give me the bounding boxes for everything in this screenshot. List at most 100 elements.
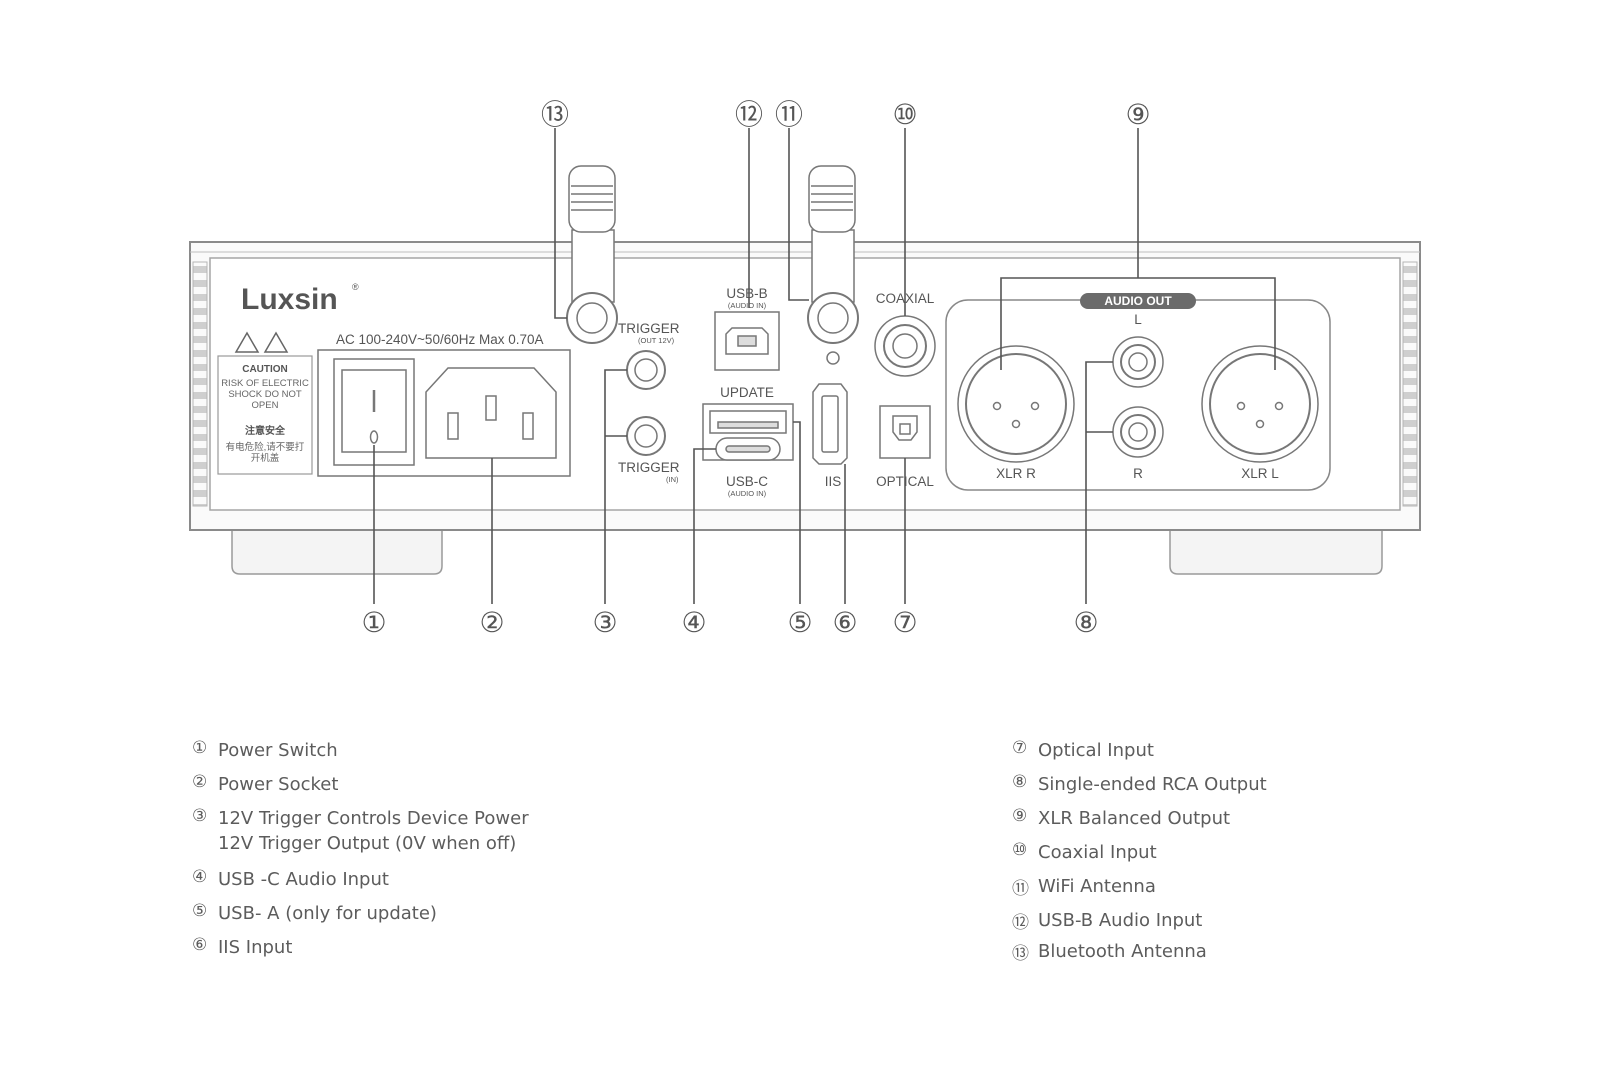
trigger-out-sublabel: (OUT 12V) <box>638 336 675 345</box>
usb-b-sublabel: (AUDIO IN) <box>728 301 767 310</box>
iis-label: IIS <box>825 474 842 489</box>
callout-9: ⑨ <box>1125 99 1150 130</box>
legend-number: ① <box>192 738 208 758</box>
trigger-out-label: TRIGGER <box>618 321 680 336</box>
optical-port[interactable] <box>879 405 931 459</box>
legend-item: ⑧ Single-ended RCA Output <box>1012 772 1267 797</box>
legend-text: USB-B Audio Input <box>1038 910 1203 931</box>
legend-item: ② Power Socket <box>192 772 529 797</box>
legend-text: IIS Input <box>218 937 293 958</box>
svg-text:CAUTION: CAUTION <box>242 364 288 375</box>
callout-7: ⑦ <box>892 607 917 638</box>
trigger-in-label: TRIGGER <box>618 460 680 475</box>
legend-number: ② <box>192 772 208 792</box>
usb-b-port[interactable] <box>714 311 780 371</box>
legend-item: ④ USB -C Audio Input <box>192 867 529 892</box>
callout-13: ⑬ <box>541 99 569 130</box>
xlr-r-label: XLR R <box>996 466 1036 481</box>
coaxial-port[interactable] <box>874 315 936 377</box>
legend-number: ⑦ <box>1012 738 1028 758</box>
trigger-in-jack[interactable] <box>626 416 666 456</box>
legend-number: ③ <box>192 806 208 826</box>
legend-text: USB -C Audio Input <box>218 869 389 890</box>
callout-numbers: ⑬ ⑫ ⑪ ⑩ ⑨ ① ② ③ ④ ⑤ ⑥ ⑦ ⑧ <box>361 99 1150 638</box>
usb-b-label: USB-B <box>726 286 767 301</box>
svg-text:SHOCK DO NOT: SHOCK DO NOT <box>228 389 302 400</box>
trigger-in-sublabel: (IN) <box>666 475 679 484</box>
legend-text: Optical Input <box>1038 740 1154 761</box>
legend-text: XLR Balanced Output <box>1038 808 1231 829</box>
legend-left: ① Power Switch ② Power Socket ③ 12V Trig… <box>192 738 529 960</box>
svg-text:开机盖: 开机盖 <box>251 452 280 464</box>
legend-number: ⑫ <box>1012 913 1029 933</box>
callout-5: ⑤ <box>787 607 812 638</box>
legend-text: Single-ended RCA Output <box>1038 774 1267 795</box>
audio-out-label: AUDIO OUT <box>1104 294 1172 308</box>
brand-logo: Luxsin <box>241 283 338 316</box>
svg-text:OPEN: OPEN <box>252 400 279 411</box>
legend-item: ⑤ USB- A (only for update) <box>192 901 529 926</box>
rca-l-label: L <box>1134 312 1142 327</box>
warning-triangle-icon <box>234 331 260 353</box>
legend-number: ⑤ <box>192 901 208 921</box>
usb-c-port[interactable] <box>715 437 781 461</box>
legend-number: ⑪ <box>1012 879 1029 899</box>
leader-lines <box>373 128 1276 604</box>
callout-3: ③ <box>592 607 617 638</box>
rca-l-jack[interactable] <box>1112 336 1164 388</box>
bluetooth-antenna <box>566 165 618 344</box>
device-feet <box>231 529 1383 575</box>
callout-10: ⑩ <box>892 99 917 130</box>
power-switch[interactable] <box>333 358 415 466</box>
legend-text: WiFi Antenna <box>1038 876 1156 897</box>
legend-number: ④ <box>192 867 208 887</box>
trigger-out-jack[interactable] <box>626 350 666 390</box>
callout-11: ⑪ <box>775 99 803 130</box>
usb-c-label: USB-C <box>726 474 768 489</box>
legend-number: ⑥ <box>192 935 208 955</box>
audio-out-badge <box>1080 293 1196 309</box>
update-label: UPDATE <box>720 385 774 400</box>
legend-right: ⑦ Optical Input ⑧ Single-ended RCA Outpu… <box>1012 738 1267 964</box>
legend-text: 12V Trigger Output (0V when off) <box>218 833 517 854</box>
legend-item: ① Power Switch <box>192 738 529 763</box>
legend-item: ⑫ USB-B Audio Input <box>1012 908 1267 933</box>
caution-label: CAUTION RISK OF ELECTRIC SHOCK DO NOT OP… <box>217 331 313 475</box>
legend-number: ⑩ <box>1012 840 1028 860</box>
callout-12: ⑫ <box>735 99 763 130</box>
legend-item: ③ 12V Trigger Controls Device Power 12V … <box>192 806 529 856</box>
svg-text:RISK OF ELECTRIC: RISK OF ELECTRIC <box>221 378 309 389</box>
legend-text: 12V Trigger Controls Device Power <box>218 808 529 829</box>
legend-number: ⑧ <box>1012 772 1028 792</box>
callout-1: ① <box>361 607 386 638</box>
xlr-r-connector[interactable] <box>957 345 1075 463</box>
iis-port[interactable] <box>812 383 848 465</box>
legend-number: ⑬ <box>1012 944 1029 964</box>
legend-text: Coaxial Input <box>1038 842 1157 863</box>
svg-text:有电危险,请不要打: 有电危险,请不要打 <box>226 441 305 453</box>
power-rating-label: AC 100-240V~50/60Hz Max 0.70A <box>336 332 544 347</box>
legend-item: ⑪ WiFi Antenna <box>1012 874 1267 899</box>
svg-text:注意安全: 注意安全 <box>245 424 286 437</box>
wifi-antenna <box>807 165 859 365</box>
callout-2: ② <box>479 607 504 638</box>
xlr-l-connector[interactable] <box>1201 345 1319 463</box>
legend-text: Power Socket <box>218 774 339 795</box>
legend-item: ⑦ Optical Input <box>1012 738 1267 763</box>
legend-item: ⑬ Bluetooth Antenna <box>1012 939 1267 964</box>
electric-hazard-icon <box>263 331 289 353</box>
rca-r-label: R <box>1133 466 1143 481</box>
legend-item: ⑩ Coaxial Input <box>1012 840 1267 865</box>
power-socket <box>425 367 557 459</box>
callout-8: ⑧ <box>1073 607 1098 638</box>
legend-number: ⑨ <box>1012 806 1028 826</box>
legend-item: ⑥ IIS Input <box>192 935 529 960</box>
callout-4: ④ <box>681 607 706 638</box>
callout-6: ⑥ <box>832 607 857 638</box>
legend-item: ⑨ XLR Balanced Output <box>1012 806 1267 831</box>
legend-text: Power Switch <box>218 740 338 761</box>
legend-text: USB- A (only for update) <box>218 903 437 924</box>
legend-text: Bluetooth Antenna <box>1038 941 1207 962</box>
rca-r-jack[interactable] <box>1112 406 1164 458</box>
brand-registered-mark: ® <box>352 282 359 292</box>
